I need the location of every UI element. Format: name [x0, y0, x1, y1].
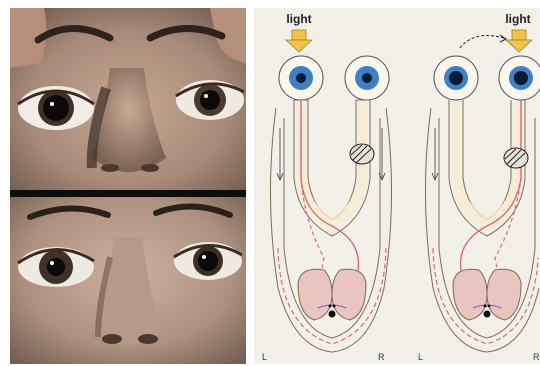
right-side-label-l: L	[418, 352, 423, 362]
eyeball-icon	[279, 56, 323, 100]
pathway-diagram-svg: light	[254, 8, 540, 364]
lesion-hatched-icon	[350, 144, 374, 164]
light-label-right: light	[505, 12, 530, 26]
lesion-hatched-icon	[504, 148, 528, 168]
face-photo-top-icon	[10, 8, 246, 190]
eyeball-icon	[434, 56, 478, 100]
right-side-label-r: R	[533, 352, 540, 362]
eyeball-icon	[499, 56, 540, 100]
face-photo-bottom-icon	[10, 197, 246, 364]
clinical-photographs	[10, 8, 246, 364]
photo-divider	[10, 190, 246, 197]
photo-top-eyes	[10, 8, 246, 190]
left-side-label-l: L	[262, 352, 267, 362]
left-side-label-r: R	[378, 352, 385, 362]
photo-bottom-eyes	[10, 197, 246, 364]
pupillary-pathway-diagram: light	[254, 8, 540, 364]
light-label-left: light	[286, 12, 311, 26]
eyeball-icon	[345, 56, 389, 100]
